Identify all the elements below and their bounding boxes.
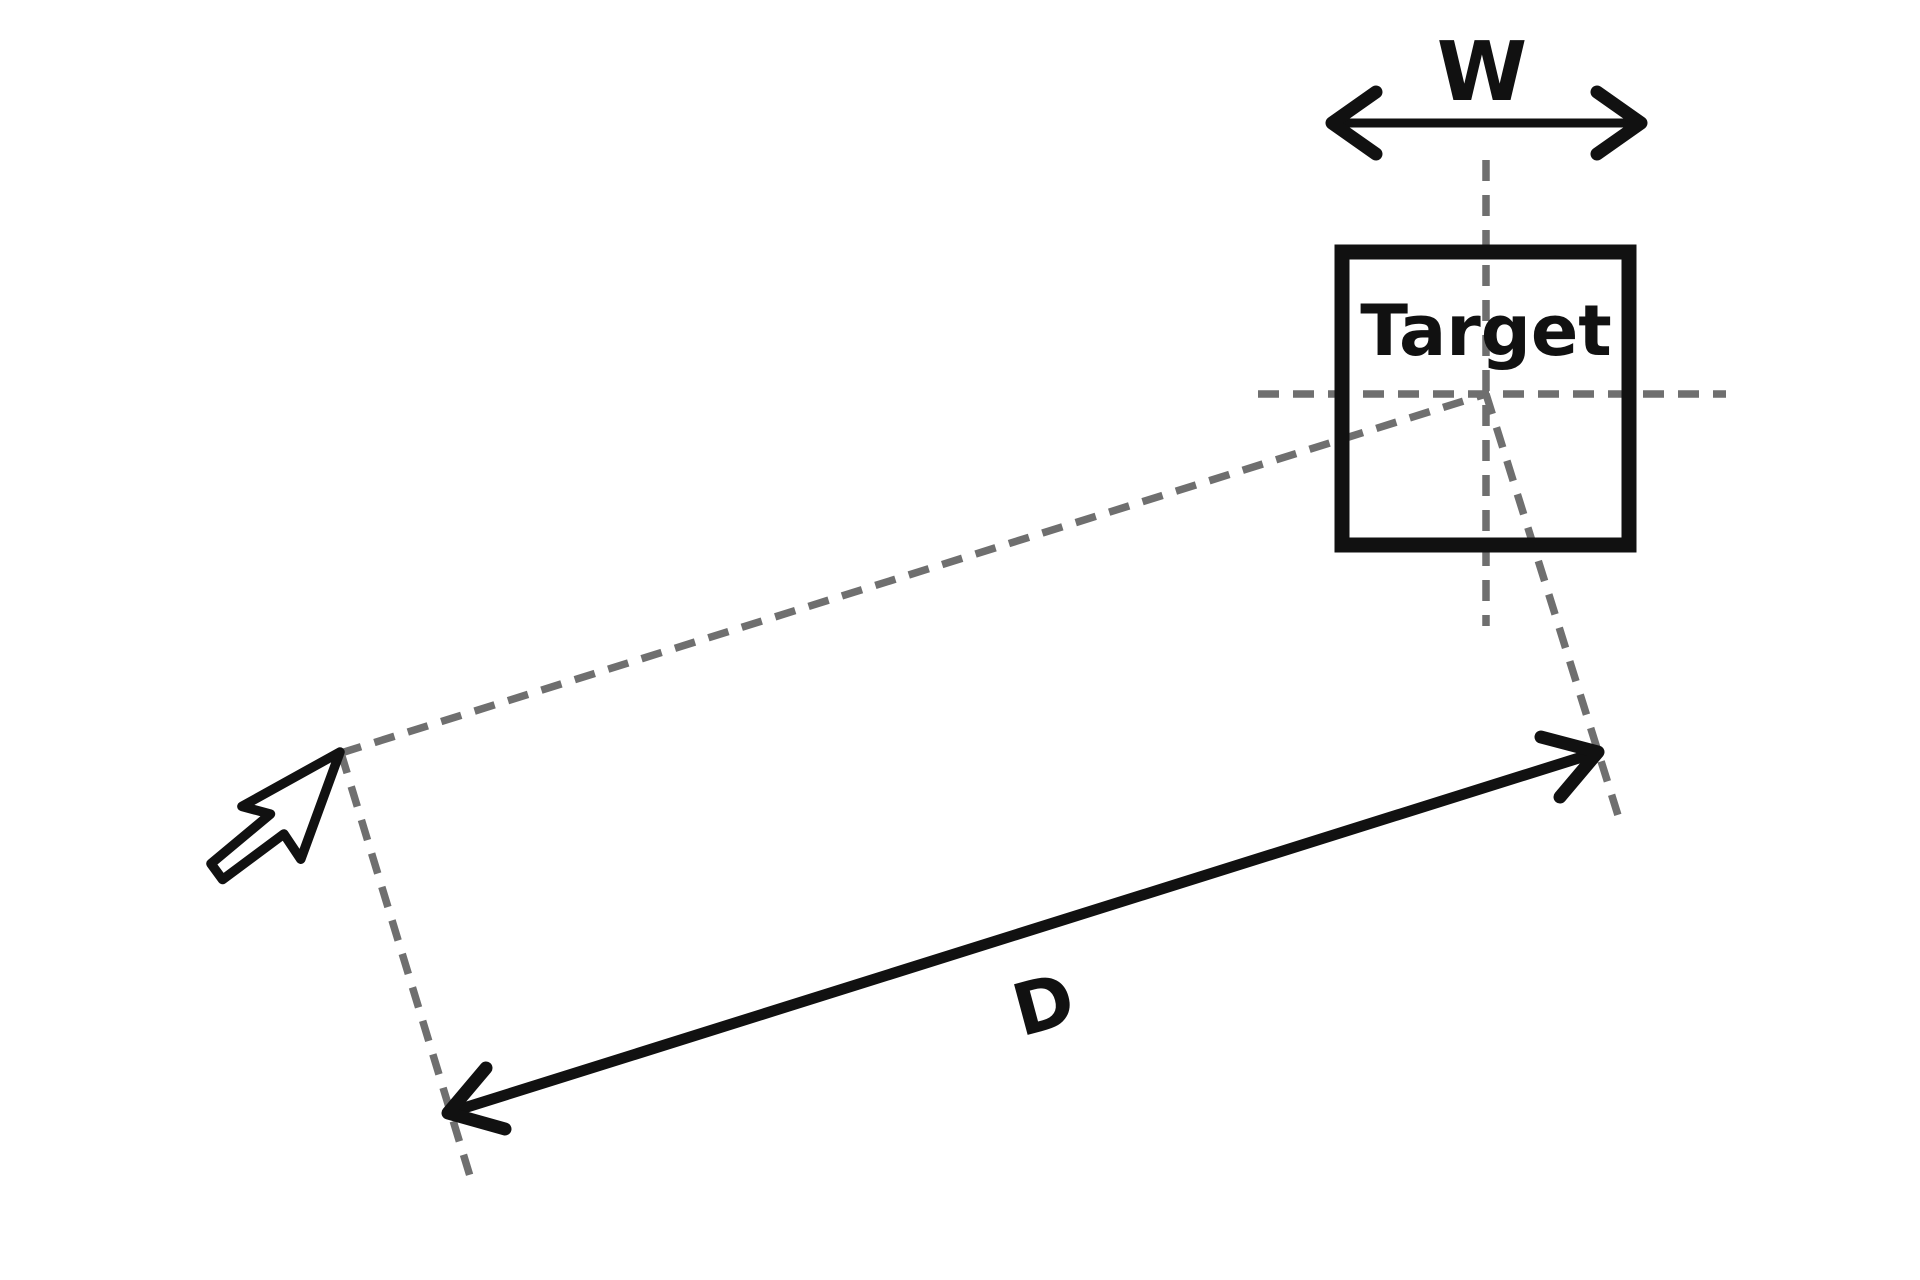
distance-indicator (441, 730, 1605, 1136)
width-label: W (1437, 25, 1527, 120)
distance-label-group: D (1004, 956, 1083, 1053)
distance-arrow-right-head (1534, 730, 1605, 804)
width-indicator (1325, 85, 1648, 161)
distance-arrow-shaft (442, 746, 1604, 1119)
target-perpendicular-extension-guide (1482, 392, 1626, 830)
cursor-perpendicular-extension-guide (337, 751, 477, 1188)
width-arrow-right-head (1590, 85, 1648, 161)
cursor-icon (206, 747, 345, 885)
distance-label: D (1004, 956, 1083, 1053)
width-arrow-left-head (1325, 85, 1383, 161)
cursor-to-target-center-guide (339, 390, 1488, 757)
target-label: Target (1360, 290, 1612, 372)
distance-arrow-left-head (441, 1061, 512, 1136)
target-box (1334, 244, 1637, 553)
